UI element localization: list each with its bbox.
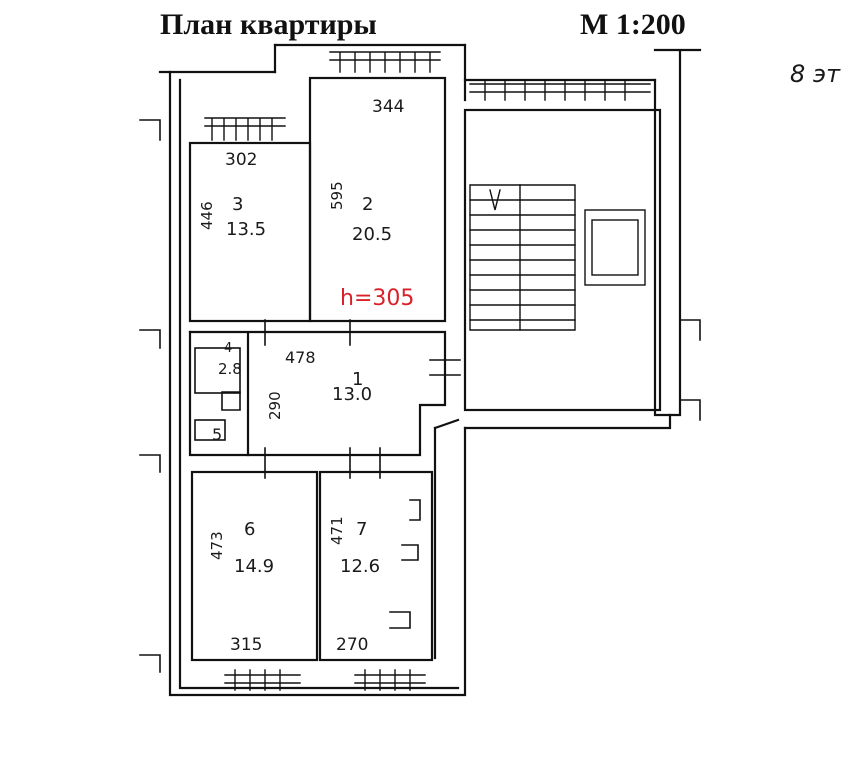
room-6-area: 14.9 <box>234 556 274 577</box>
room-3-area: 13.5 <box>226 219 266 240</box>
room-2-area: 20.5 <box>352 224 392 245</box>
room-1-dim-b: 290 <box>266 391 284 420</box>
wall-stubs <box>139 119 701 673</box>
room-7-area: 12.6 <box>340 556 380 577</box>
room-3-number: 3 <box>232 194 243 215</box>
room-7-dim-b: 471 <box>328 516 346 545</box>
room-5-number: 5 <box>212 425 222 444</box>
room-4-number: 4 <box>224 341 232 356</box>
room-4-area: 2.8 <box>218 360 242 378</box>
room-2-dim-b: 595 <box>328 181 346 210</box>
room-3-dim-a: 302 <box>225 150 257 170</box>
room-3-dim-b: 446 <box>198 201 216 230</box>
room-2-dim-a: 344 <box>372 97 404 117</box>
room-6-number: 6 <box>244 519 255 540</box>
room-1-area: 13.0 <box>332 384 372 405</box>
plan-title: План квартиры <box>160 8 377 41</box>
windows <box>204 51 651 691</box>
room-1-dim-a: 478 <box>285 348 316 367</box>
interior-walls <box>188 76 662 662</box>
ceiling-height-note: h=305 <box>340 286 414 311</box>
scale-label: М 1:200 <box>580 8 686 41</box>
room-7-dim-a: 270 <box>336 635 368 655</box>
room-6-dim-a: 315 <box>230 635 262 655</box>
room-1-number: 1 <box>352 369 363 390</box>
room-7-number: 7 <box>356 519 367 540</box>
floor-note: 8 эт <box>790 60 841 88</box>
staircase <box>469 184 646 331</box>
room-6-dim-b: 473 <box>208 531 226 560</box>
room-labels: 344 302 3 13.5 446 2 20.5 595 h=305 4 2.… <box>198 60 841 655</box>
room-2-number: 2 <box>362 194 373 215</box>
